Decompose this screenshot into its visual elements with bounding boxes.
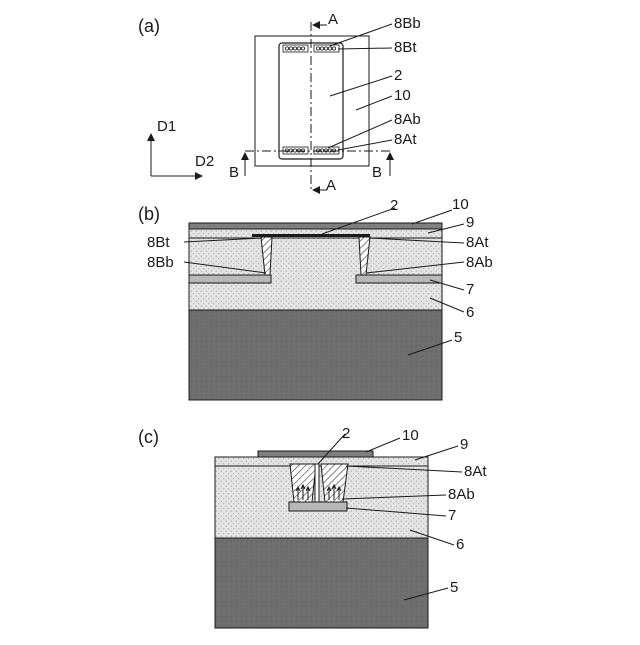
- layer-5-substrate: [189, 310, 442, 400]
- label-a-8Bb: 8Bb: [394, 15, 421, 32]
- layer-10-top: [258, 451, 373, 457]
- leader-b-10: [412, 210, 452, 224]
- label-c-7: 7: [448, 507, 456, 524]
- label-c-8At: 8At: [464, 463, 487, 480]
- layer-5-substrate: [215, 538, 428, 628]
- label-b-6: 6: [466, 304, 474, 321]
- lead-7-right: [356, 275, 442, 283]
- label-c-5: 5: [450, 579, 458, 596]
- direction-d1-label: D1: [157, 118, 176, 135]
- label-b-5: 5: [454, 329, 462, 346]
- layer-10-top: [189, 223, 442, 229]
- label-b-8Bt: 8Bt: [147, 234, 170, 251]
- label-c-10: 10: [402, 427, 419, 444]
- section-a-bottom-label: A: [326, 177, 336, 194]
- panel-c: (c) 2 10: [138, 425, 487, 628]
- label-b-2: 2: [390, 197, 398, 214]
- panel-b-label: (b): [138, 204, 160, 224]
- section-b-left-label: B: [229, 164, 239, 181]
- label-b-10: 10: [452, 196, 469, 213]
- panel-c-label: (c): [138, 427, 159, 447]
- label-b-8Bb: 8Bb: [147, 254, 174, 271]
- direction-d2-label: D2: [195, 153, 214, 170]
- leader-c-9: [415, 446, 458, 460]
- label-a-10: 10: [394, 87, 411, 104]
- label-b-7: 7: [466, 281, 474, 298]
- label-a-8Bt: 8Bt: [394, 39, 417, 56]
- label-a-8Ab: 8Ab: [394, 111, 421, 128]
- label-a-2: 2: [394, 67, 402, 84]
- label-c-6: 6: [456, 536, 464, 553]
- panel-a: (a) A A B B D1: [138, 11, 421, 194]
- panel-a-label: (a): [138, 16, 160, 36]
- label-c-9: 9: [460, 436, 468, 453]
- section-b-right-label: B: [372, 164, 382, 181]
- layer-6-insulator: [189, 238, 442, 310]
- lead-7: [289, 502, 347, 511]
- label-b-8At: 8At: [466, 234, 489, 251]
- leader-c-10: [366, 438, 400, 452]
- label-a-8At: 8At: [394, 131, 417, 148]
- label-b-8Ab: 8Ab: [466, 254, 493, 271]
- element-2: [315, 464, 319, 502]
- label-b-9: 9: [466, 214, 474, 231]
- section-a-top-label: A: [328, 11, 338, 28]
- label-c-8Ab: 8Ab: [448, 486, 475, 503]
- panel-b: (b) 2 10 9 8Bt 8At 8Bb 8Ab: [138, 196, 493, 400]
- lead-7-left: [189, 275, 271, 283]
- label-c-2: 2: [342, 425, 350, 442]
